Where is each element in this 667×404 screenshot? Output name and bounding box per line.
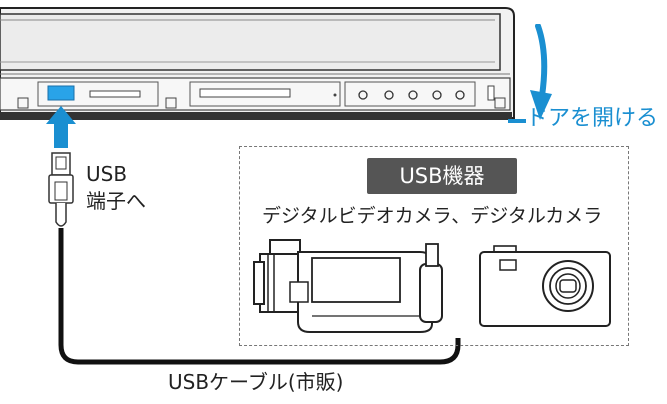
down-arrow xyxy=(530,24,552,120)
usb-port-label-line1: USB xyxy=(86,162,128,186)
usb-devices-box xyxy=(239,146,629,346)
device-types-label: デジタルビデオカメラ、デジタルカメラ xyxy=(262,205,603,227)
usb-port-label-line2: 端子へ xyxy=(86,189,146,213)
cable-label: USBケーブル(市販) xyxy=(168,370,344,394)
video-camera-icon xyxy=(253,239,443,333)
usb-device-badge: USB機器 xyxy=(367,158,517,194)
door-label: ドアを開ける xyxy=(526,106,659,131)
digital-camera-icon xyxy=(479,245,611,327)
door-label-line xyxy=(508,119,526,123)
up-arrow xyxy=(46,106,76,148)
